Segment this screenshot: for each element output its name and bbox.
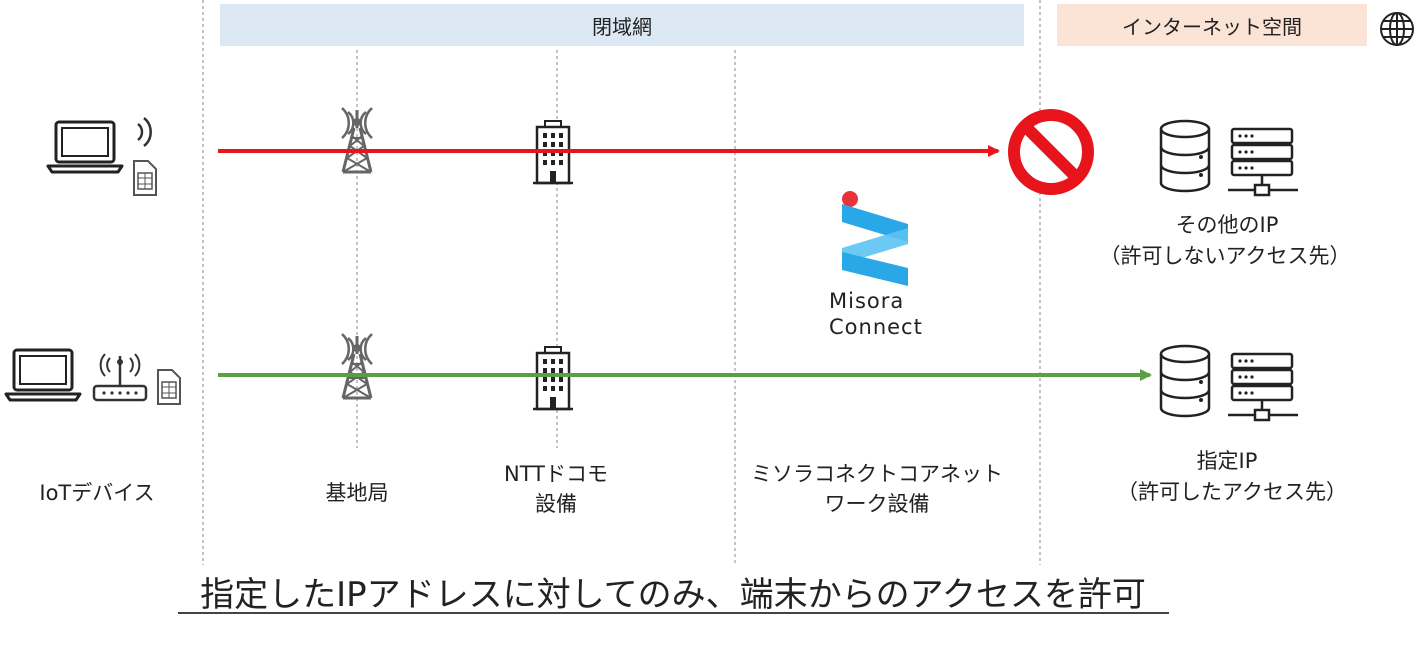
database-icon (1159, 119, 1211, 193)
core-label-line2: ワーク設備 (825, 492, 930, 516)
antenna-tower-icon (340, 106, 374, 174)
base-station-label: 基地局 (326, 481, 389, 505)
laptop-icon (4, 348, 82, 402)
wireless-signal-icon (136, 116, 152, 148)
iot-device-label: IoTデバイス (39, 481, 154, 505)
ntt-label-line1: NTTドコモ (504, 462, 608, 486)
globe-icon (1380, 12, 1414, 46)
laptop-icon (46, 120, 124, 174)
designated-ip-label: 指定IP (1197, 449, 1258, 473)
office-building-icon (531, 345, 575, 411)
misora-connect-logo: Misora Connect (829, 191, 923, 339)
brand-dot (842, 191, 858, 207)
brand-stripe (842, 252, 908, 286)
core-label-line1: ミソラコネクトコアネット (751, 462, 1003, 486)
server-network-icon (1226, 352, 1300, 422)
closed-network-label: 閉域網 (592, 15, 652, 39)
other-ip-label: その他のIP (1176, 213, 1279, 237)
caption: 指定したIPアドレスに対してのみ、端末からのアクセスを許可 (200, 575, 1146, 615)
brand-name-line2: Connect (829, 315, 923, 339)
server-network-icon (1226, 127, 1300, 197)
brand-stripe (842, 228, 908, 264)
brand-stripe (842, 204, 908, 242)
internet-label: インターネット空間 (1122, 15, 1302, 39)
brand-name-line1: Misora (829, 289, 904, 313)
sim-card-icon (157, 369, 181, 405)
other-ip-note: （許可しないアクセス先） (1100, 244, 1351, 268)
internet-band (1057, 4, 1367, 46)
designated-ip-note: （許可したアクセス先） (1117, 480, 1347, 504)
database-icon (1159, 344, 1211, 418)
sim-card-icon (133, 160, 157, 196)
closed-network-band (220, 4, 1024, 46)
router-icon (92, 352, 148, 402)
ntt-label-line2: 設備 (535, 492, 577, 516)
prohibited-icon (1008, 109, 1094, 195)
